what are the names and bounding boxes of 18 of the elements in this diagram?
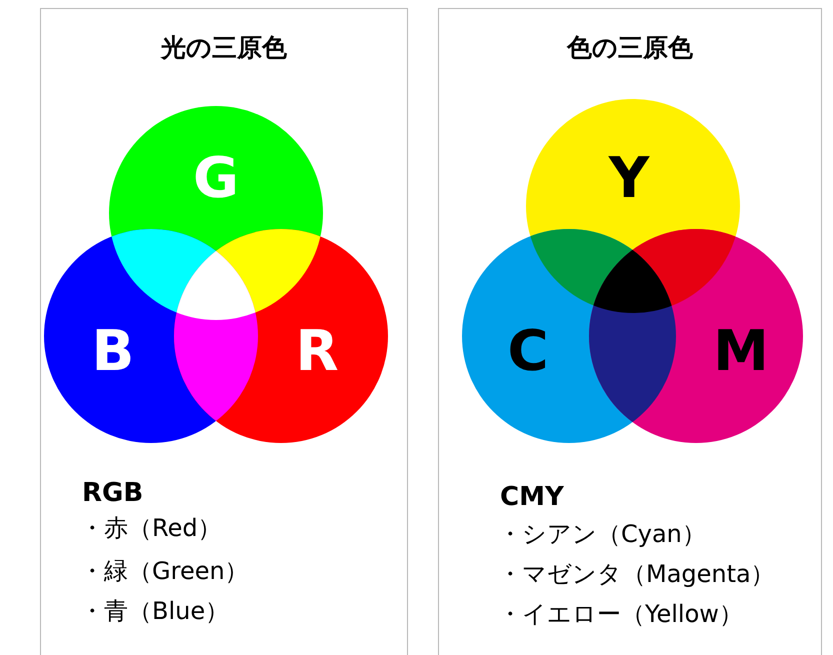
list-item: ・緑（Green）	[80, 556, 249, 587]
list-item: ・シアン（Cyan）	[498, 519, 706, 550]
panel-card	[40, 8, 408, 655]
list-item: ・マゼンタ（Magenta）	[498, 559, 775, 590]
circle-letter: B	[81, 318, 145, 386]
list-item: ・イエロー（Yellow）	[498, 599, 743, 630]
circle-letter: R	[285, 318, 349, 386]
circle-letter: C	[496, 318, 560, 386]
circle-letter: M	[709, 318, 773, 386]
circle-letter: Y	[597, 145, 661, 213]
list-item: ・青（Blue）	[80, 596, 230, 627]
list-item: ・赤（Red）	[80, 513, 222, 544]
panel-title: 光の三原色	[159, 32, 288, 64]
list-heading: CMY	[500, 482, 564, 512]
panel-title: 色の三原色	[566, 32, 694, 64]
panel-card	[438, 8, 822, 655]
circle-letter: G	[184, 145, 248, 213]
list-heading: RGB	[82, 478, 144, 508]
